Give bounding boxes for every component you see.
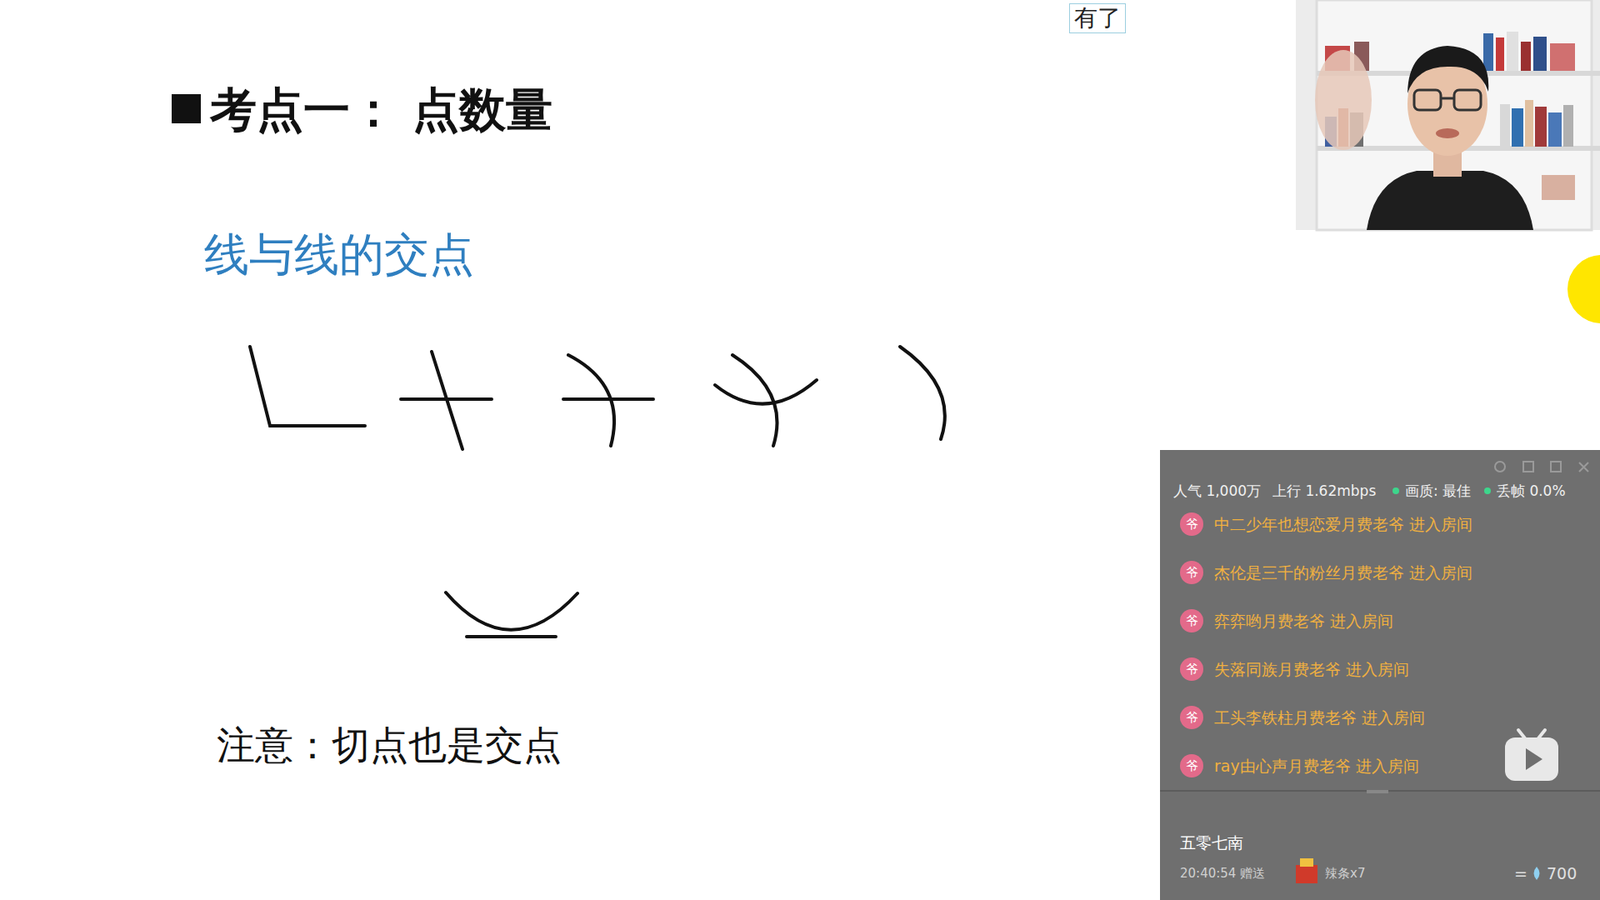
chat-entry: ray由心声月费老爷 进入房间 <box>1214 758 1420 775</box>
note-text: 注意：切点也是交点 <box>216 725 562 765</box>
gift-equals: = <box>1514 865 1528 882</box>
bullet-square <box>171 94 201 124</box>
corner-note: 有了 <box>1069 3 1126 34</box>
gift-time: 20:40:54 赠送 <box>1180 867 1265 880</box>
webcam-view <box>1295 0 1600 230</box>
stream-stat: 丢帧 0.0% <box>1496 484 1566 499</box>
chat-entry: 中二少年也想恋爱月费老爷 进入房间 <box>1214 516 1473 533</box>
subheading: 线与线的交点 <box>204 232 475 278</box>
stream-stat: 上行 1.62mbps <box>1272 484 1376 499</box>
cross-figure <box>400 351 492 450</box>
bilibili-icon <box>1505 730 1559 781</box>
coin-icon <box>1534 866 1540 880</box>
gift-value: 700 <box>1546 865 1577 882</box>
arc-line-figure <box>563 355 654 446</box>
stream-stat: 人气 1,000万 <box>1173 484 1261 499</box>
stream-stat: 画质: 最佳 <box>1405 484 1471 499</box>
chat-entry: 工头李铁柱月费老爷 进入房间 <box>1214 710 1425 726</box>
member-badge: 爷 <box>1185 663 1199 676</box>
slide-title: 考点一： 点数量 <box>210 86 554 134</box>
member-badge: 爷 <box>1185 615 1199 628</box>
chat-entry: 弈弈哟月费老爷 进入房间 <box>1214 613 1394 630</box>
chat-entry: 杰伦是三千的粉丝月费老爷 进入房间 <box>1214 565 1473 581</box>
member-badge: 爷 <box>1185 566 1199 580</box>
chat-panel <box>1160 450 1600 900</box>
member-badge: 爷 <box>1185 518 1199 531</box>
gift-icon <box>1295 858 1318 884</box>
cursor-dot <box>1567 255 1600 324</box>
single-arc-figure <box>900 346 945 440</box>
chat-entry: 失落同族月费老爷 进入房间 <box>1214 661 1410 678</box>
user-name: 五零七南 <box>1180 835 1244 851</box>
tangent-figure <box>445 592 578 637</box>
member-badge: 爷 <box>1185 711 1199 725</box>
two-arcs-figure <box>715 355 817 446</box>
line-figures <box>250 346 945 637</box>
corner-figure <box>250 346 365 426</box>
member-badge: 爷 <box>1185 760 1199 773</box>
gift-name: 辣条x7 <box>1325 867 1365 880</box>
